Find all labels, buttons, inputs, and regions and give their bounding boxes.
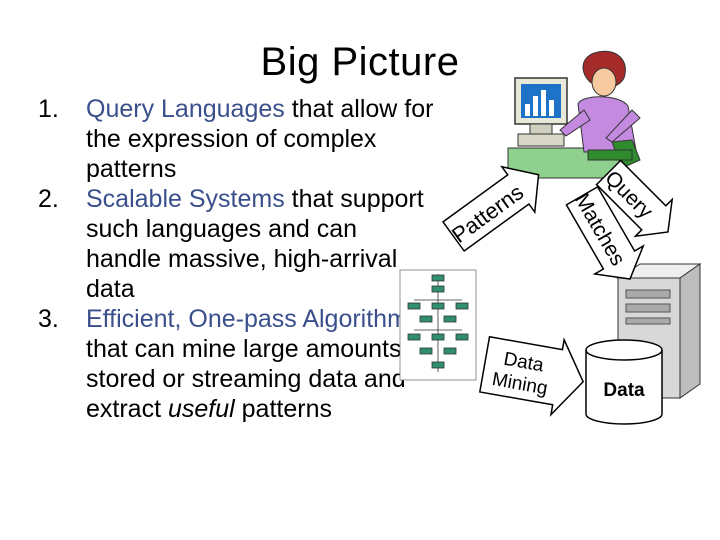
list-number: 1. [38, 95, 59, 123]
highlight-text: Query Languages [86, 95, 285, 123]
item-text: that support such languages and can hand… [86, 185, 424, 303]
matches-arrow: Matches [565, 185, 645, 280]
item-text: that allow for the expression of complex… [86, 95, 434, 183]
database-label: Data [603, 380, 645, 401]
flowchart-icon [399, 269, 477, 381]
numbered-list: 1. Query Languages that allow for the ex… [38, 94, 438, 424]
list-item: 3. Efficient, One-pass Algorithms that c… [38, 304, 438, 424]
item-text-tail: patterns [234, 395, 332, 423]
database-cylinder-icon: Data [585, 339, 663, 425]
slide-title: Big Picture [260, 40, 460, 84]
item-text: that can mine large amounts of stored or… [86, 335, 430, 423]
list-item: 1. Query Languages that allow for the ex… [38, 94, 438, 184]
data-mining-arrow: Data Mining [478, 335, 585, 417]
list-number: 2. [38, 185, 59, 213]
list-item: 2. Scalable Systems that support such la… [38, 184, 438, 304]
user-at-computer-icon [507, 50, 641, 179]
highlight-text: Scalable Systems [86, 185, 285, 213]
highlight-text: Efficient, One-pass Algorithms [86, 305, 421, 333]
list-number: 3. [38, 305, 59, 333]
emphasis-text: useful [167, 395, 235, 423]
